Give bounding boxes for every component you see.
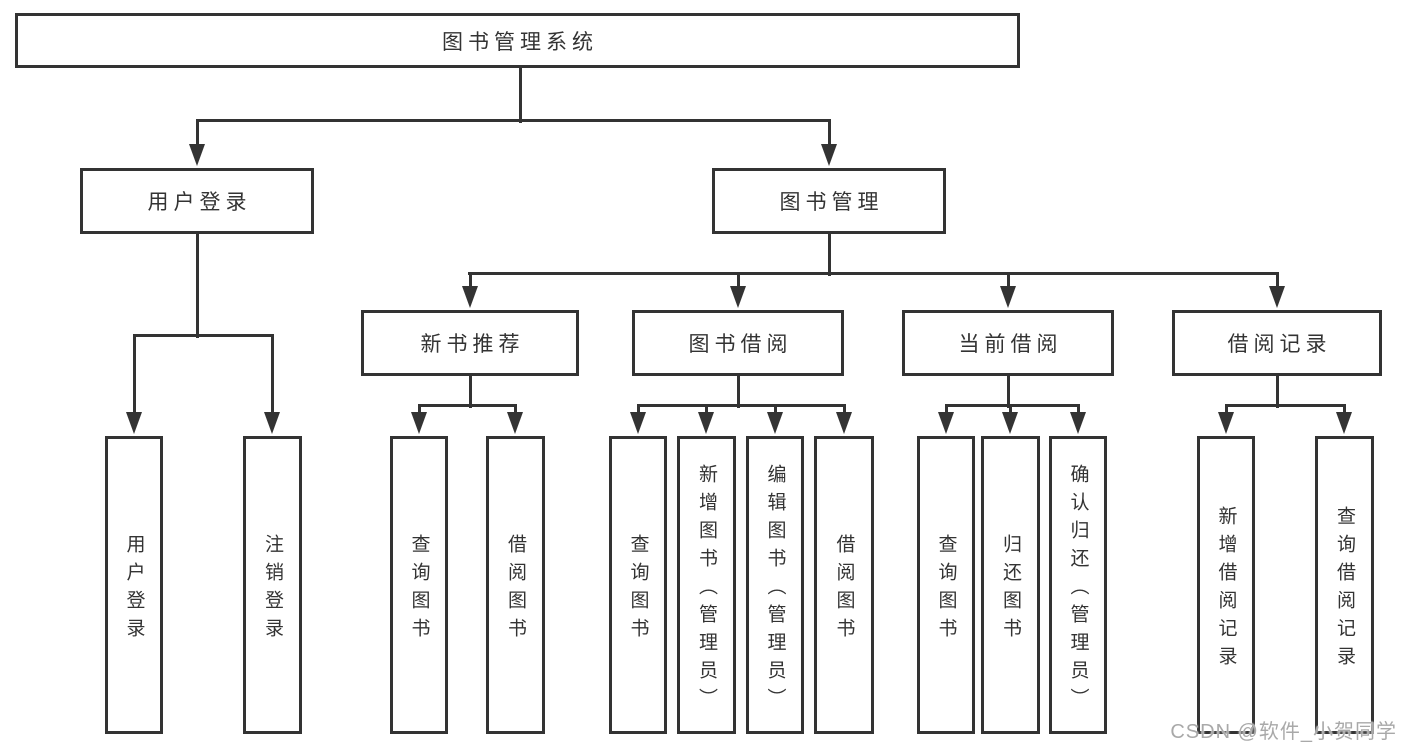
leaf-add-borrowing-record: 新增借阅记录 <box>1197 436 1255 734</box>
connector-arrow-line <box>1276 273 1279 296</box>
connector-vline <box>737 376 740 408</box>
node-label: 新增图书（管理员） <box>696 463 717 716</box>
connector-arrowhead <box>126 412 142 434</box>
connector-arrowhead <box>1336 412 1352 434</box>
node-label: 查询图书 <box>408 533 430 646</box>
connector-arrowhead <box>1070 412 1086 434</box>
connector-arrowhead <box>698 412 714 434</box>
connector-arrow-line <box>737 273 740 296</box>
connector-vline <box>828 234 831 276</box>
leaf-query-books-borrowing: 查询图书 <box>609 436 667 734</box>
connector-arrowhead <box>821 144 837 166</box>
node-new-book-recommendation: 新书推荐 <box>361 310 579 376</box>
connector-arrowhead <box>1002 412 1018 434</box>
node-label: 图书管理系统 <box>442 30 598 54</box>
leaf-query-borrowing-record: 查询借阅记录 <box>1315 436 1374 734</box>
connector-arrowhead <box>264 412 280 434</box>
node-label: 新书推荐 <box>420 333 525 356</box>
connector-hline <box>1225 404 1346 407</box>
node-label: 查询借阅记录 <box>1334 505 1355 674</box>
connector-arrowhead <box>630 412 646 434</box>
connector-arrowhead <box>730 286 746 308</box>
leaf-user-login: 用户登录 <box>105 436 163 734</box>
connector-arrowhead <box>1000 286 1016 308</box>
connector-arrowhead <box>938 412 954 434</box>
node-label: 确认归还（管理员） <box>1067 463 1089 716</box>
connector-arrowhead <box>462 286 478 308</box>
node-label: 图书管理 <box>779 191 884 214</box>
connector-vline <box>469 376 472 408</box>
node-label: 归还图书 <box>1000 533 1021 646</box>
connector-arrow-line <box>196 120 199 154</box>
node-label: 用户登录 <box>147 191 252 214</box>
connector-arrow-line <box>469 273 472 296</box>
leaf-add-book-admin: 新增图书（管理员） <box>677 436 736 734</box>
connector-arrowhead <box>1218 412 1234 434</box>
node-label: 当前借阅 <box>958 333 1063 356</box>
connector-hline <box>196 119 831 122</box>
leaf-borrow-books-borrowing: 借阅图书 <box>814 436 874 734</box>
connector-hline <box>468 272 1279 275</box>
watermark: CSDN @软件_小贺同学 <box>1170 721 1397 743</box>
node-borrowing-records: 借阅记录 <box>1172 310 1382 376</box>
leaf-borrow-books-recommend: 借阅图书 <box>486 436 545 734</box>
connector-vline <box>1276 376 1279 408</box>
connector-arrowhead <box>767 412 783 434</box>
node-label: 用户登录 <box>123 533 145 646</box>
connector-arrow-line <box>271 335 274 422</box>
node-book-borrowing: 图书借阅 <box>632 310 844 376</box>
connector-arrowhead <box>411 412 427 434</box>
node-label: 编辑图书（管理员） <box>764 463 786 716</box>
connector-arrow-line <box>133 335 136 422</box>
connector-arrowhead <box>836 412 852 434</box>
node-label: 借阅记录 <box>1227 333 1332 356</box>
connector-vline <box>196 234 199 338</box>
leaf-logout: 注销登录 <box>243 436 302 734</box>
connector-arrow-line <box>1007 273 1010 296</box>
connector-arrow-line <box>828 120 831 154</box>
node-label: 查询图书 <box>935 533 957 646</box>
leaf-query-books-recommend: 查询图书 <box>390 436 448 734</box>
node-label: 借阅图书 <box>505 533 526 646</box>
connector-arrowhead <box>1269 286 1285 308</box>
node-book-management: 图书管理 <box>712 168 946 234</box>
node-label: 查询图书 <box>627 533 649 646</box>
leaf-query-books-current: 查询图书 <box>917 436 975 734</box>
node-label: 注销登录 <box>262 533 283 646</box>
leaf-return-book: 归还图书 <box>981 436 1040 734</box>
leaf-edit-book-admin: 编辑图书（管理员） <box>746 436 804 734</box>
connector-vline <box>519 68 522 123</box>
node-label: 图书借阅 <box>688 333 793 356</box>
connector-arrowhead <box>189 144 205 166</box>
node-current-borrowing: 当前借阅 <box>902 310 1114 376</box>
connector-hline <box>133 334 274 337</box>
leaf-confirm-return-admin: 确认归还（管理员） <box>1049 436 1107 734</box>
connector-vline <box>1007 376 1010 408</box>
connector-hline <box>637 404 846 407</box>
node-user-login: 用户登录 <box>80 168 314 234</box>
connector-arrowhead <box>507 412 523 434</box>
node-library-management-system: 图书管理系统 <box>15 13 1020 68</box>
connector-hline <box>418 404 517 407</box>
connector-hline <box>945 404 1080 407</box>
node-label: 借阅图书 <box>833 533 855 646</box>
node-label: 新增借阅记录 <box>1215 505 1237 674</box>
